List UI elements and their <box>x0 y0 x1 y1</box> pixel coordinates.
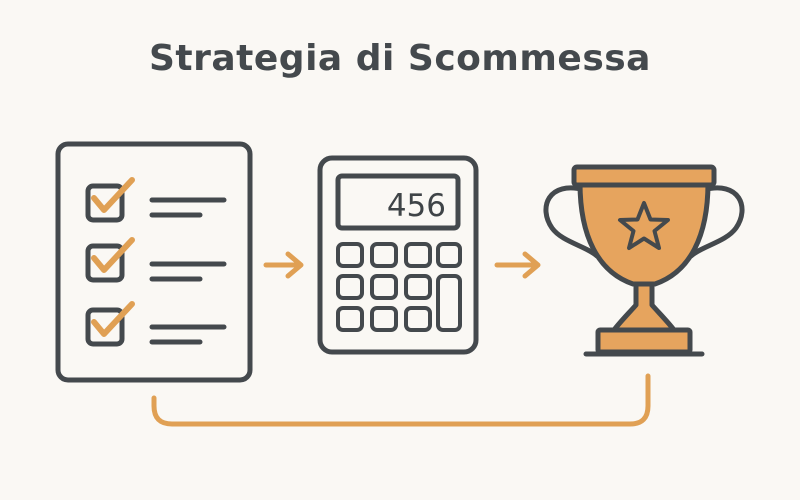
checklist-item <box>85 301 227 347</box>
calculator-keypad <box>336 242 462 332</box>
calculator-display-value: 456 <box>387 188 446 224</box>
diagram-title: Strategia di Scommessa <box>149 38 651 79</box>
loop-connector <box>151 373 651 427</box>
arrow-right-icon <box>494 251 541 279</box>
checklist-item <box>85 237 227 283</box>
checklist-item <box>85 177 227 223</box>
trophy-icon <box>543 164 745 357</box>
arrow-right-icon <box>263 251 304 279</box>
checklist-icon <box>55 141 253 383</box>
calculator-display <box>335 173 461 231</box>
star-icon <box>618 201 670 250</box>
calculator-icon: 456 <box>317 155 479 355</box>
